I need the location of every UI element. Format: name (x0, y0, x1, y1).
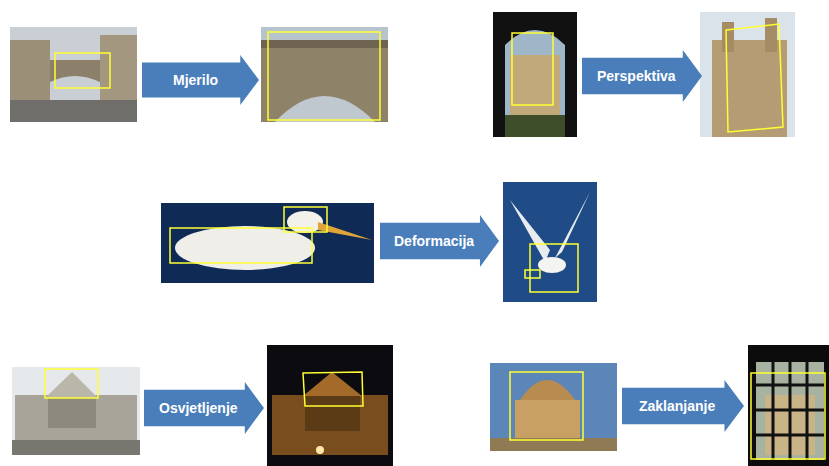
dome-photo (490, 363, 617, 451)
block-arrow-fill (142, 55, 259, 105)
block-arrow: Osvjetljenje (144, 382, 264, 434)
block-arrow-fill (622, 380, 744, 432)
block-arrow: Mjerilo (142, 55, 259, 105)
seagull-photo (503, 182, 597, 302)
archway-photo (493, 12, 577, 137)
arrow-label: Deformacija (394, 233, 474, 249)
block-arrow: Zaklanjanje (622, 380, 744, 432)
arrow-label: Perspektiva (597, 68, 676, 84)
towers-photo (700, 12, 795, 137)
block-arrow-fill (144, 382, 264, 434)
museum-day-photo (12, 367, 140, 455)
block-arrow-fill (582, 50, 702, 102)
block-arrow: Perspektiva (582, 50, 702, 102)
block-arrow-fill (380, 215, 499, 267)
bridge-photo (10, 27, 137, 122)
museum-night-photo (267, 345, 393, 466)
arrow-label: Osvjetljenje (159, 400, 238, 416)
arrow-label: Zaklanjanje (639, 398, 715, 414)
bridge-zoom-photo (261, 27, 388, 122)
arrow-label: Mjerilo (173, 72, 218, 88)
pelican-photo (161, 203, 374, 283)
block-arrow: Deformacija (380, 215, 499, 267)
window-photo (748, 345, 829, 466)
